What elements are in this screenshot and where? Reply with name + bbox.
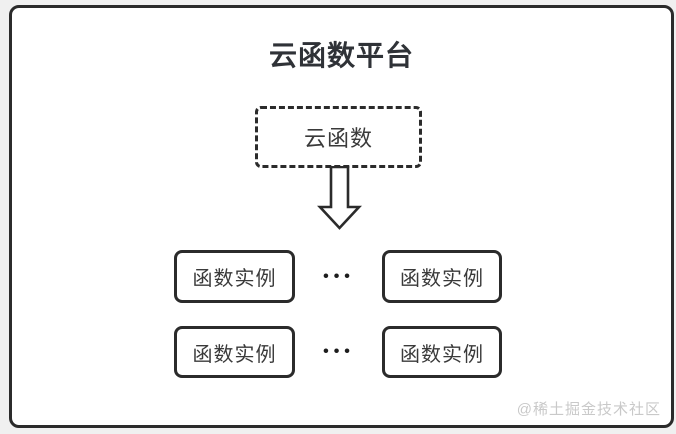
- function-instance-node: 函数实例: [174, 250, 295, 303]
- function-instance-label: 函数实例: [192, 268, 277, 290]
- ellipsis-row2: •••: [323, 343, 355, 360]
- watermark: @稀土掘金技术社区: [516, 401, 661, 418]
- cloud-function-label: 云函数: [303, 126, 373, 151]
- function-instance-label: 函数实例: [192, 343, 277, 366]
- function-instance-label: 函数实例: [400, 268, 484, 290]
- diagram-frame: 云函数平台 云函数 函数实例 ••• 函数实例 函数实例 ••• 函数实例 @稀…: [9, 5, 674, 428]
- function-instance-node: 函数实例: [382, 250, 502, 303]
- function-instance-node: 函数实例: [174, 326, 295, 378]
- cloud-function-node: 云函数: [255, 106, 422, 168]
- function-instance-node: 函数实例: [382, 326, 502, 378]
- diagram-title: 云函数平台: [268, 40, 414, 71]
- down-arrow-icon: [317, 166, 362, 230]
- ellipsis-row1: •••: [323, 268, 355, 285]
- function-instance-label: 函数实例: [400, 343, 484, 366]
